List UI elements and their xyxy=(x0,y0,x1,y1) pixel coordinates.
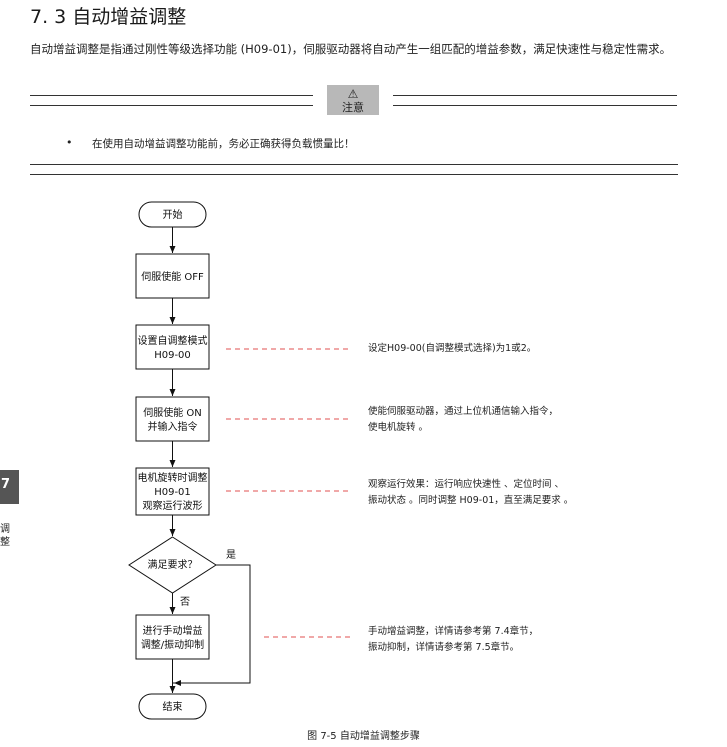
end-label: 结束 xyxy=(163,700,183,713)
step5-box xyxy=(135,614,210,660)
chapter-tab-label: 调 整 xyxy=(0,524,10,548)
notice-text: 在使用自动增益调整功能前，务必正确获得负载惯量比！ xyxy=(92,138,355,150)
note-step5: 手动增益调整，详情请参考第 7.4章节， 振动抑制，详情请参考第 7.5章节。 xyxy=(368,624,538,656)
step4-label-line3: 观察运行波形 xyxy=(143,499,203,512)
no-label: 否 xyxy=(180,596,190,608)
yes-label: 是 xyxy=(226,549,236,561)
note-step3-line1: 使能伺服驱动器，通过上位机通信输入指令， xyxy=(368,406,559,417)
step2-label-line1: 设置自调整模式 xyxy=(138,334,208,347)
step5-label-line1: 进行手动增益 xyxy=(143,624,203,637)
figure-caption: 图 7-5 自动增益调整步骤 xyxy=(307,731,420,742)
notice-badge: ⚠ 注意 xyxy=(327,85,379,115)
notice-end-rule-top xyxy=(30,164,678,165)
notice-rule-left-bottom xyxy=(30,105,313,106)
step2-label-line2: H09-00 xyxy=(154,350,191,361)
note-step2: 设定H09-00(自调整模式选择)为1或2。 xyxy=(368,343,537,354)
start-label: 开始 xyxy=(163,208,183,221)
note-step3: 使能伺服驱动器，通过上位机通信输入指令， 使电机旋转 。 xyxy=(368,404,558,436)
step2-box xyxy=(135,324,210,370)
notice-rule-left-top xyxy=(30,95,313,96)
notice-label: 注意 xyxy=(342,101,364,114)
note-step4-line1: 观察运行效果：运行响应快速性 、定位时间 、 xyxy=(368,479,565,490)
intro-paragraph: 自动增益调整是指通过刚性等级选择功能 (H09-01)，伺服驱动器将自动产生一组… xyxy=(30,42,672,56)
step1-label: 伺服使能 OFF xyxy=(141,270,204,283)
step1-box xyxy=(135,253,210,299)
step4-label-line1: 电机旋转时调整 xyxy=(138,471,208,484)
note-step4: 观察运行效果：运行响应快速性 、定位时间 、 振动状态 。同时调整 H09-01… xyxy=(368,477,573,509)
notice-end-rule-bottom xyxy=(30,174,678,175)
notice-rule-right-top xyxy=(393,95,677,96)
step4-label-line2: H09-01 xyxy=(154,487,191,498)
notice-bullet: • xyxy=(66,136,73,149)
step3-label-line1: 伺服使能 ON xyxy=(143,406,202,419)
notice-rule-right-bottom xyxy=(393,105,677,106)
note-step5-line2: 振动抑制，详情请参考第 7.5章节。 xyxy=(368,642,520,653)
decision-label: 满足要求？ xyxy=(148,559,198,571)
chapter-tab: 7 xyxy=(0,470,19,504)
step5-label-line2: 调整/振动抑制 xyxy=(141,638,204,651)
end-terminator xyxy=(138,693,207,720)
warning-triangle-icon: ⚠ xyxy=(347,87,359,101)
step3-label-line2: 并输入指令 xyxy=(148,420,198,433)
step3-box xyxy=(135,396,210,442)
note-step3-line2: 使电机旋转 。 xyxy=(368,422,429,433)
note-step4-line2: 振动状态 。同时调整 H09-01，直至满足要求 。 xyxy=(368,495,574,506)
note-step5-line1: 手动增益调整，详情请参考第 7.4章节， xyxy=(368,626,539,637)
section-title: 7. 3 自动增益调整 xyxy=(30,6,187,28)
